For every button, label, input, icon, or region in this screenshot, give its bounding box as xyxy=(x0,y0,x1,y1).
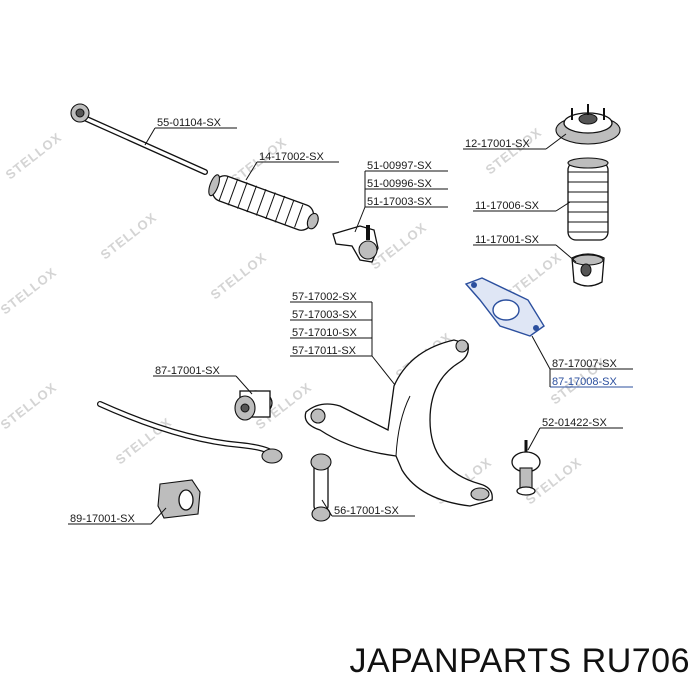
watermark: STELLOX xyxy=(483,124,545,177)
tie-rod-end-drawing xyxy=(332,225,379,263)
part-label[interactable]: 87-17007-SX xyxy=(552,358,617,370)
dust-boot-drawing xyxy=(567,157,609,241)
watermark: STELLOX xyxy=(98,209,160,262)
stabilizer-bar-drawing xyxy=(97,401,283,464)
part-label[interactable]: 51-00996-SX xyxy=(367,178,432,190)
part-label-highlighted[interactable]: 87-17008-SX xyxy=(552,376,617,388)
leader-lines xyxy=(68,127,633,525)
part-labels: 55-01104-SX 14-17002-SX 51-00997-SX 51-0… xyxy=(70,117,617,525)
part-label[interactable]: 12-17001-SX xyxy=(465,138,530,150)
watermark: STELLOX xyxy=(0,379,60,432)
part-label[interactable]: 57-17010-SX xyxy=(292,327,357,339)
watermark: STELLOX xyxy=(3,129,65,182)
part-label[interactable]: 56-17001-SX xyxy=(334,505,399,517)
bushing-bracket-drawing xyxy=(464,277,545,337)
ball-joint-drawing xyxy=(511,440,541,496)
stabilizer-link-drawing xyxy=(310,453,332,522)
watermark: STELLOX xyxy=(0,264,60,317)
bump-stop-drawing xyxy=(571,253,605,287)
steering-boot-drawing xyxy=(208,174,319,231)
control-arm-drawing xyxy=(304,339,493,507)
footer-part-number: JAPANPARTS RU706 xyxy=(349,642,690,680)
part-label[interactable]: 52-01422-SX xyxy=(542,417,607,429)
stabilizer-bushing-drawing xyxy=(157,479,201,519)
part-label[interactable]: 55-01104-SX xyxy=(157,117,222,129)
part-label[interactable]: 14-17002-SX xyxy=(259,151,324,163)
part-label[interactable]: 11-17001-SX xyxy=(475,234,540,246)
part-label[interactable]: 51-17003-SX xyxy=(367,196,432,208)
bushing-drawing xyxy=(234,390,273,421)
strut-mount-drawing xyxy=(555,104,621,145)
part-label[interactable]: 57-17002-SX xyxy=(292,291,357,303)
part-label[interactable]: 11-17006-SX xyxy=(475,200,540,212)
part-label[interactable]: 57-17003-SX xyxy=(292,309,357,321)
part-label[interactable]: 87-17001-SX xyxy=(155,365,220,377)
watermark: STELLOX xyxy=(208,249,270,302)
tie-rod-drawing xyxy=(70,103,208,175)
part-label[interactable]: 57-17011-SX xyxy=(292,345,357,357)
part-label[interactable]: 51-00997-SX xyxy=(367,160,432,172)
part-label[interactable]: 89-17001-SX xyxy=(70,513,135,525)
